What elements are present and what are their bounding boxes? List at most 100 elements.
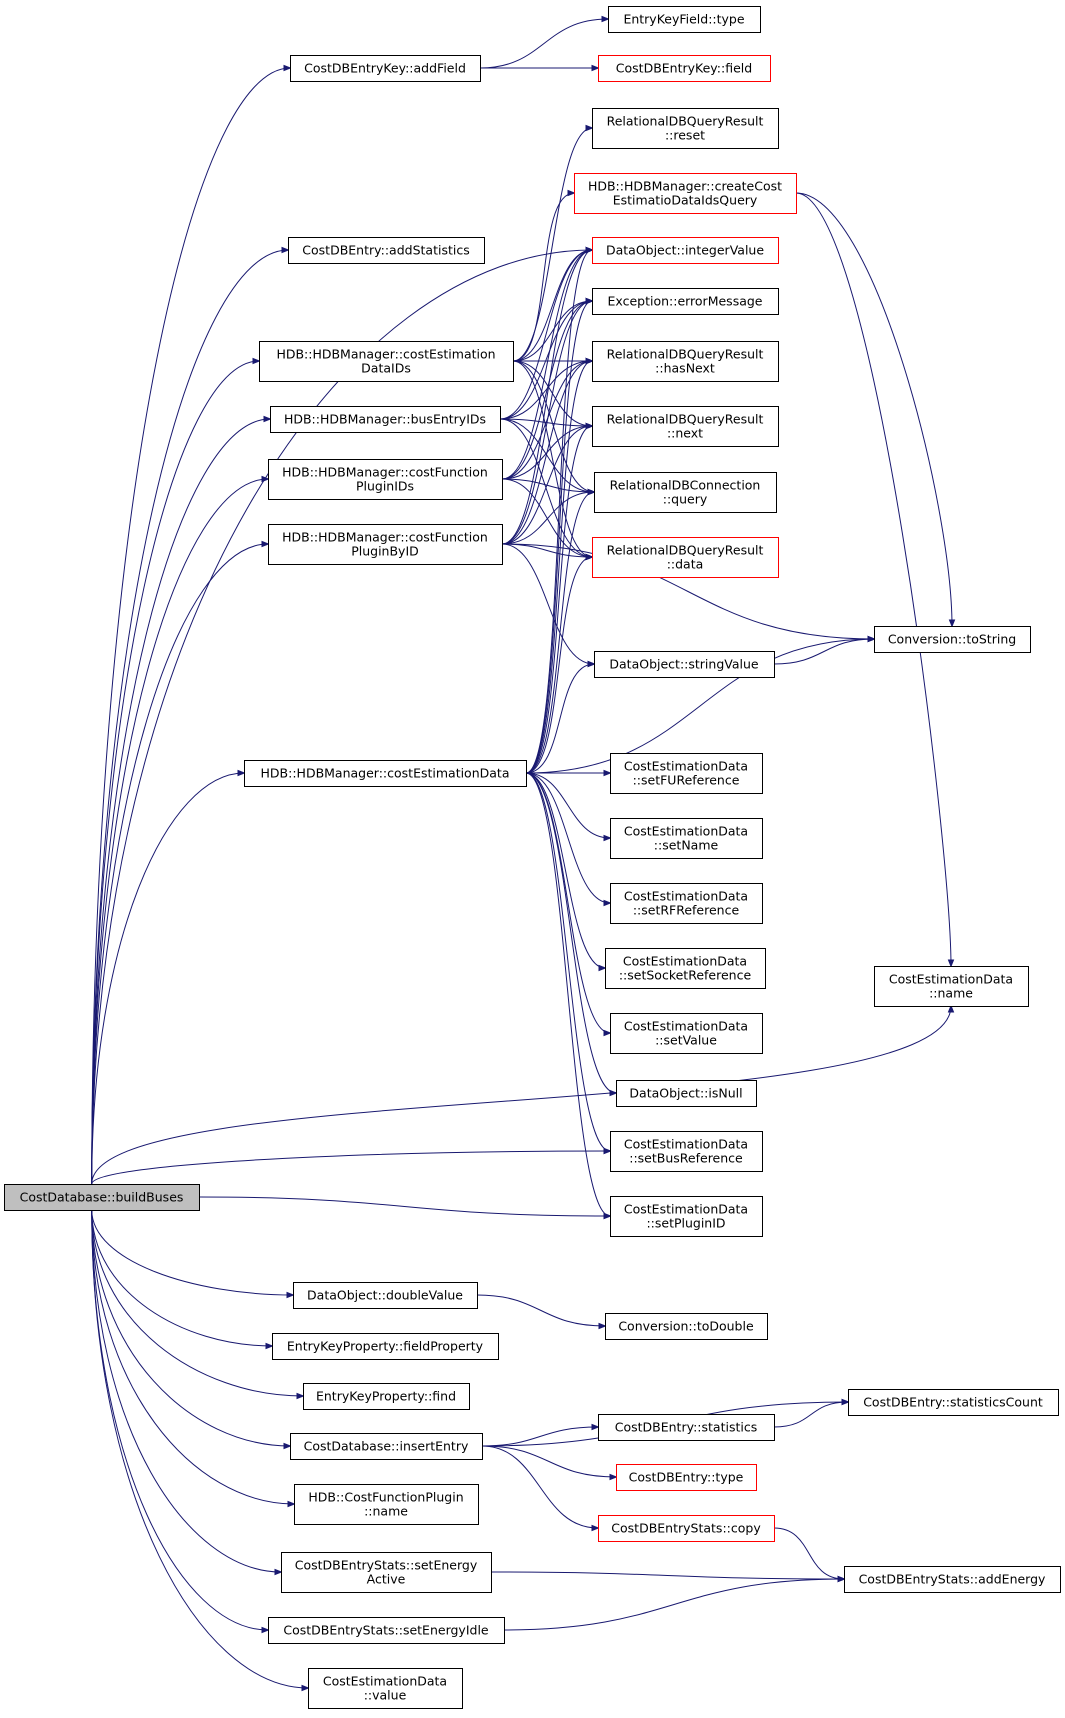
edge-cf-plugin-by-id-to-error-message — [501, 301, 592, 545]
node-label: ::setSocketReference — [619, 968, 752, 983]
node-label: ::setBusReference — [629, 1151, 743, 1166]
node-set-plugin-id[interactable]: CostEstimationData::setPluginID — [610, 1196, 763, 1237]
edge-cf-plugin-ids-to-error-message — [501, 301, 592, 480]
edge-insert-entry-to-entry-type — [481, 1445, 616, 1477]
node-label: DataIDs — [361, 361, 411, 376]
node-box — [270, 406, 501, 433]
node-box — [290, 55, 481, 82]
node-label: HDB::HDBManager::costFunction — [282, 465, 488, 480]
node-string-value[interactable]: DataObject::stringValue — [594, 651, 775, 678]
node-key-field[interactable]: CostDBEntryKey::field — [598, 55, 771, 82]
node-query[interactable]: RelationalDBConnection::query — [594, 472, 777, 513]
node-ced-name[interactable]: CostEstimationData::name — [874, 966, 1029, 1007]
node-insert-entry[interactable]: CostDatabase::insertEntry — [290, 1433, 483, 1460]
node-box — [294, 1484, 479, 1525]
node-box — [290, 1433, 483, 1460]
node-box — [610, 1196, 763, 1237]
edge-cf-plugin-by-id-to-query — [501, 492, 594, 545]
node-label: HDB::HDBManager::costEstimationData — [261, 766, 510, 781]
node-label: ::query — [663, 492, 708, 507]
node-label: CostDBEntryKey::addField — [304, 61, 466, 76]
node-label: ::reset — [665, 128, 705, 143]
edge-build-buses-to-add-field — [91, 68, 290, 1185]
node-ekp-find[interactable]: EntryKeyProperty::find — [303, 1383, 470, 1410]
node-set-rfref[interactable]: CostEstimationData::setRFReference — [610, 883, 763, 924]
node-next[interactable]: RelationalDBQueryResult::next — [592, 406, 779, 447]
node-add-statistics[interactable]: CostDBEntry::addStatistics — [288, 237, 485, 264]
node-set-socket-ref[interactable]: CostEstimationData::setSocketReference — [605, 948, 766, 989]
node-set-furef[interactable]: CostEstimationData::setFUReference — [610, 753, 763, 794]
node-label: Active — [367, 1572, 406, 1587]
node-bus-entry-ids[interactable]: HDB::HDBManager::busEntryIDs — [270, 406, 501, 433]
node-cfp-name[interactable]: HDB::CostFunctionPlugin::name — [294, 1484, 479, 1525]
edge-cost-est-data-to-next — [525, 426, 592, 774]
node-box — [268, 1617, 505, 1644]
node-rqr-reset[interactable]: RelationalDBQueryResult::reset — [592, 108, 779, 149]
node-set-bus-ref[interactable]: CostEstimationData::setBusReference — [610, 1131, 763, 1172]
node-box — [874, 966, 1029, 1007]
node-box — [594, 472, 777, 513]
node-ekf-type[interactable]: EntryKeyField::type — [608, 6, 761, 33]
edge-cost-est-data-to-rqr-data — [525, 557, 592, 774]
node-box — [288, 237, 485, 264]
node-to-double[interactable]: Conversion::toDouble — [605, 1313, 768, 1340]
edge-build-buses-to-ekp-find — [91, 1209, 303, 1396]
node-label: ::setPluginID — [646, 1216, 725, 1231]
node-statistics-count[interactable]: CostDBEntry::statisticsCount — [848, 1389, 1059, 1416]
node-set-name[interactable]: CostEstimationData::setName — [610, 818, 763, 859]
node-stats-copy[interactable]: CostDBEntryStats::copy — [598, 1515, 775, 1542]
node-field-property[interactable]: EntryKeyProperty::fieldProperty — [272, 1333, 499, 1360]
node-add-field[interactable]: CostDBEntryKey::addField — [290, 55, 481, 82]
edge-cost-est-data-to-integer-value — [525, 250, 592, 774]
edge-build-buses-to-bus-entry-ids — [91, 419, 270, 1185]
edge-build-buses-to-cost-est-data-ids — [91, 361, 259, 1185]
edge-double-value-to-to-double — [476, 1294, 605, 1326]
node-label: CostDBEntryStats::setEnergyIdle — [283, 1623, 489, 1638]
edge-build-buses-to-insert-entry — [91, 1209, 290, 1446]
edge-build-buses-to-set-bus-ref — [91, 1151, 610, 1185]
nodes-layer: CostDatabase::buildBuses CostDBEntryKey::… — [4, 6, 1061, 1709]
node-integer-value[interactable]: DataObject::integerValue — [592, 237, 779, 264]
node-entry-type[interactable]: CostDBEntry::type — [616, 1464, 757, 1491]
node-ced-value[interactable]: CostEstimationData::value — [308, 1668, 463, 1709]
node-label: PluginByID — [351, 544, 419, 559]
node-rqr-data[interactable]: RelationalDBQueryResult::data — [592, 537, 779, 578]
node-statistics[interactable]: CostDBEntry::statistics — [598, 1414, 775, 1441]
node-label: CostDBEntry::statisticsCount — [863, 1395, 1043, 1410]
node-box — [592, 237, 779, 264]
node-label: HDB::CostFunctionPlugin — [308, 1490, 463, 1505]
edge-cost-est-data-ids-to-rqr-data — [512, 360, 592, 557]
edge-bus-entry-ids-to-integer-value — [499, 250, 592, 420]
node-double-value[interactable]: DataObject::doubleValue — [293, 1282, 478, 1309]
node-cost-est-data[interactable]: HDB::HDBManager::costEstimationData — [244, 760, 527, 787]
node-box — [4, 1184, 200, 1211]
node-label: CostEstimationData — [889, 972, 1013, 987]
node-box — [598, 1414, 775, 1441]
node-set-energy-idle[interactable]: CostDBEntryStats::setEnergyIdle — [268, 1617, 505, 1644]
edge-string-value-to-to-string — [773, 639, 874, 665]
edge-set-energy-idle-to-add-energy — [503, 1579, 844, 1631]
node-create-cost[interactable]: HDB::HDBManager::createCostEstimatioData… — [574, 173, 797, 214]
node-to-string[interactable]: Conversion::toString — [874, 626, 1031, 653]
node-label: CostDBEntryStats::addEnergy — [859, 1572, 1046, 1587]
node-build-buses[interactable]: CostDatabase::buildBuses — [4, 1184, 200, 1211]
node-box — [848, 1389, 1059, 1416]
node-label: CostDBEntryStats::setEnergy — [295, 1558, 478, 1573]
node-error-message[interactable]: Exception::errorMessage — [592, 288, 779, 315]
node-box — [844, 1566, 1061, 1593]
node-is-null[interactable]: DataObject::isNull — [616, 1080, 757, 1107]
node-add-energy[interactable]: CostDBEntryStats::addEnergy — [844, 1566, 1061, 1593]
node-label: EstimatioDataIdsQuery — [613, 193, 758, 208]
node-set-value[interactable]: CostEstimationData::setValue — [610, 1013, 763, 1054]
node-has-next[interactable]: RelationalDBQueryResult::hasNext — [592, 341, 779, 382]
node-label: DataObject::stringValue — [609, 657, 758, 672]
node-label: ::hasNext — [655, 361, 715, 376]
edge-add-field-to-ekf-type — [479, 19, 608, 69]
edge-bus-entry-ids-to-query — [499, 418, 594, 492]
node-label: CostDBEntryKey::field — [616, 61, 752, 76]
node-box — [592, 288, 779, 315]
